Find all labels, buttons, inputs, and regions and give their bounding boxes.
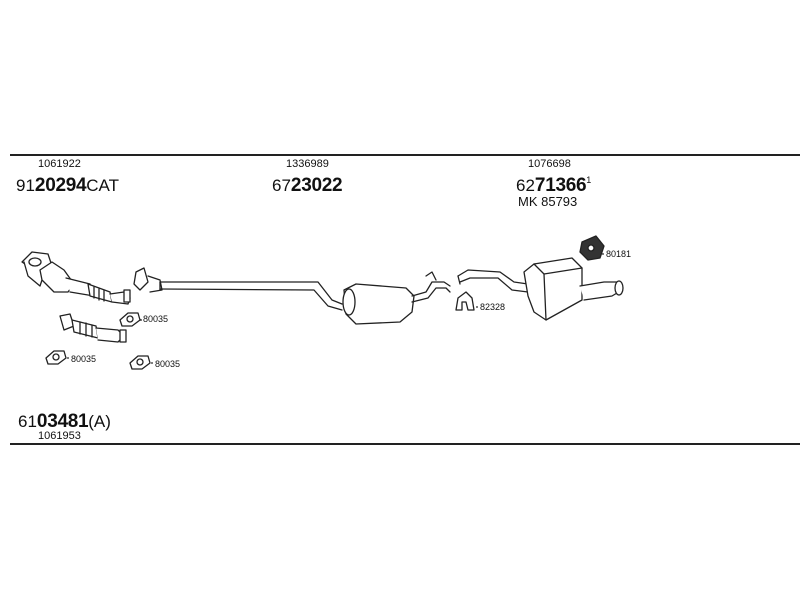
gasket-icon (119, 312, 141, 327)
middle-part-prefix: 67 (272, 176, 291, 195)
clamp-icon (455, 291, 475, 311)
catalyst-part-suffix: CAT (86, 176, 120, 195)
rear-part-prefix: 62 (516, 176, 535, 195)
catalyst-part-prefix: 91 (16, 176, 35, 195)
gasket-label-3: 80035 (155, 359, 181, 369)
front-part-prefix: 61 (18, 412, 37, 431)
middle-silencer-ref-number: 1336989 (286, 158, 329, 170)
catalytic-converter (21, 251, 131, 305)
catalyst-part-number: 9120294CAT (16, 176, 119, 195)
middle-silencer-part-number: 6723022 (272, 175, 343, 196)
front-part-main: 03481 (36, 411, 89, 432)
bottom-divider (10, 443, 800, 445)
gasket-label-1: 80035 (143, 314, 169, 324)
catalyst-ref-number: 1061922 (38, 158, 81, 170)
catalyst-part-main: 20294 (34, 175, 87, 196)
rear-part-suffix: 1 (586, 175, 592, 185)
front-pipe-ref-number: 1061953 (38, 430, 81, 442)
top-divider (10, 154, 800, 156)
mounting-kit-number: MK 85793 (518, 194, 578, 209)
rear-part-main: 71366 (534, 175, 587, 196)
gasket-icon (129, 355, 151, 370)
front-pipe (59, 313, 127, 343)
gasket-icon (45, 350, 67, 365)
rear-silencer (523, 257, 624, 321)
rubber-mount-icon (579, 235, 605, 261)
rear-silencer-ref-number: 1076698 (528, 158, 571, 170)
gasket-label-2: 80035 (71, 354, 97, 364)
intermediate-pipe (133, 267, 343, 311)
rear-pipe (457, 269, 529, 293)
rear-silencer-part-number: 62713661 (516, 175, 592, 196)
clamp-label: 82328 (480, 302, 506, 312)
middle-silencer (342, 271, 451, 325)
rubber-mount-label: 80181 (606, 249, 632, 259)
front-part-suffix: (A) (88, 412, 111, 431)
front-pipe-part-number: 6103481(A) (18, 412, 111, 431)
middle-part-main: 23022 (290, 175, 343, 196)
